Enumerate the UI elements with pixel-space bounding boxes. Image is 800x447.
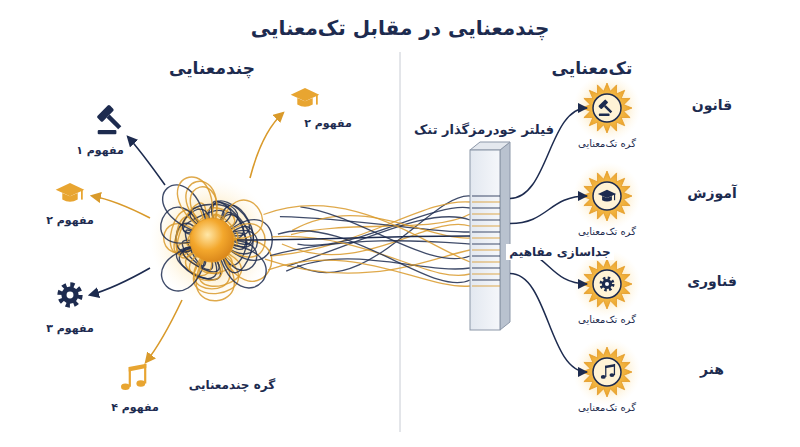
cap-icon [598,190,616,202]
connector [510,274,587,372]
slit-line [472,267,500,268]
slit-line [472,219,500,220]
slit-line [472,249,500,250]
node-title: هنر [700,361,724,378]
slit-line [472,213,500,214]
note-icon [121,364,146,390]
concept-arrow [90,268,150,295]
concept-label: مفهوم ۲ [302,117,354,130]
separation-note: جداسازی مفاهیم [506,244,613,260]
node-label: گره چندمعنایی [189,378,275,392]
filter-slits [472,196,500,286]
gear-icon [602,279,613,290]
mono-node: آموزشگره تک‌معنایی [587,176,627,216]
node-title: آموزش [687,185,737,202]
bundle-stroke [264,206,471,262]
connector [510,196,587,224]
node-title: فناوری [687,273,737,290]
bundle-stroke [280,217,470,232]
filter-front [470,150,500,330]
section-heading: چندمعنایی [169,58,255,78]
divider-line [400,52,401,432]
slit-line [472,225,500,226]
sun-core [593,182,621,210]
slit-line [472,255,500,256]
mono-node: هنرگره تک‌معنایی [587,352,627,392]
filter-top [470,142,510,150]
slit-line [472,279,500,280]
connector [237,236,470,240]
connector [510,108,587,198]
sun-core [593,358,621,386]
slit-line [472,237,500,238]
neuron-core [190,218,234,262]
diagram-title: چندمعنایی در مقابل تک‌معنایی [251,16,550,40]
tangled-connections [161,177,273,301]
mono-node-suns [573,74,641,406]
bundle-stroke [268,260,470,286]
node-title: قانون [692,97,732,114]
concept-arrow [92,196,150,218]
bundle-stroke [272,236,470,275]
concept-arrow [146,300,182,362]
sun-rays [582,347,632,397]
concept-label: مفهوم ۲ [44,214,96,227]
cap-icon [291,88,320,107]
node-subtitle: گره تک‌معنایی [578,226,636,238]
fibre-bundle [264,196,471,286]
slit-line [472,285,500,286]
node-subtitle: گره تک‌معنایی [578,138,636,150]
concept-arrow [128,137,165,185]
node-subtitle: گره تک‌معنایی [578,402,636,414]
gavel-icon [96,104,126,134]
bundle-stroke [278,231,470,283]
slit-line [472,201,500,202]
note-icon [601,364,615,379]
sun-core [593,270,621,298]
mono-node: قانونگره تک‌معنایی [587,88,627,128]
bundle-stroke [300,207,470,259]
filter-label: فیلتر خودرمزگذار تنک [414,122,554,138]
slit-line [472,243,500,244]
filter-slab [470,142,510,330]
slit-line [472,231,500,232]
slit-line [472,273,500,274]
bundle-stroke [265,250,470,273]
gear-icon [61,286,79,304]
gavel-icon [598,99,615,116]
sun-rays [582,83,632,133]
concept-label: مفهوم ۳ [44,322,96,335]
mono-node: فناوریگره تک‌معنایی [587,264,627,304]
sun-rays [582,171,632,221]
concept-arrow [250,113,283,178]
concept-label: مفهوم ۱ [74,144,126,157]
slit-line [472,261,500,262]
section-heading: تک‌معنایی [552,58,633,78]
polysemantic-neuron: گره چندمعنایی [187,215,237,265]
sun-core [593,94,621,122]
concept-label: مفهوم ۴ [109,401,161,414]
cap-icon [56,183,85,202]
sun-rays [582,259,632,309]
filter-side [500,142,510,330]
sae-filter: فیلتر خودرمزگذار تنک [470,142,510,330]
slit-line [472,207,500,208]
slit-line [472,195,500,196]
node-subtitle: گره تک‌معنایی [578,314,636,326]
